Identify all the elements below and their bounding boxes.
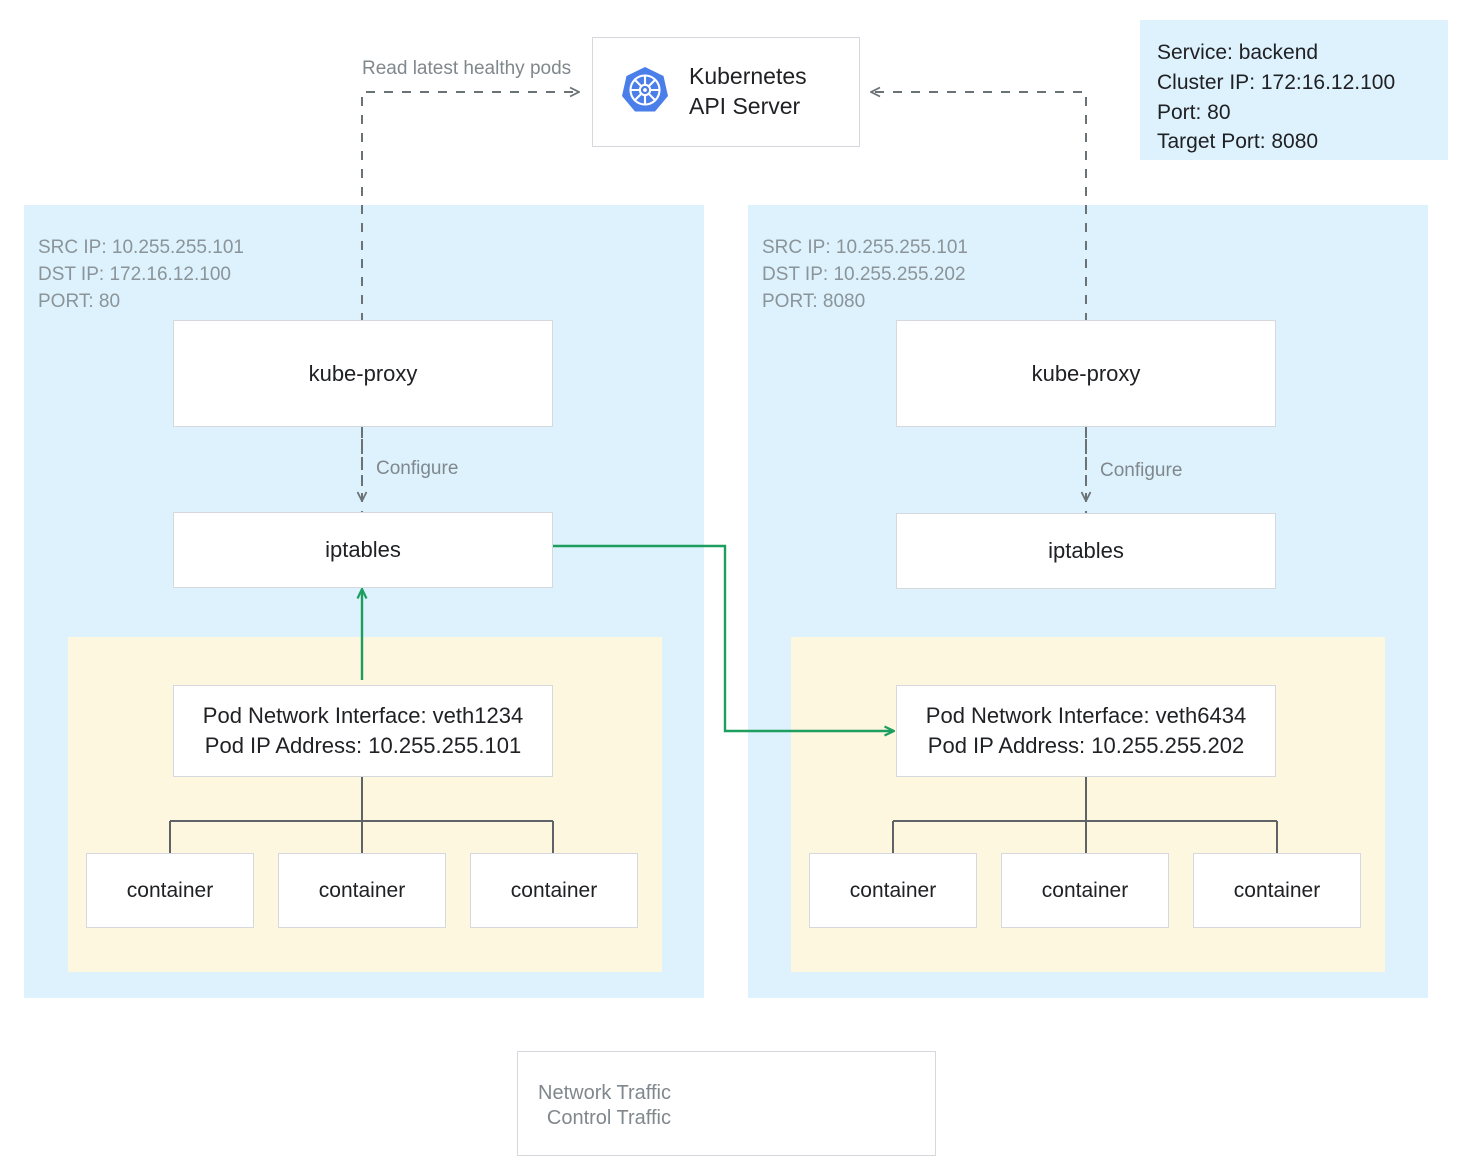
pod-interface-name-left: Pod Network Interface: veth1234 [202,703,524,729]
pod-container-tree-left [169,737,554,853]
container-box-left-1[interactable]: container [86,853,254,928]
container-label-right-3: container [1233,878,1321,902]
pod-ip-address-left: Pod IP Address: 10.255.255.101 [204,733,522,758]
legend-label-control-traffic: Control Traffic [546,1107,671,1129]
node-left-port: PORT: 80 [38,290,121,312]
container-box-left-3[interactable]: container [470,853,638,928]
kube-proxy-label-right: kube-proxy [1031,360,1141,386]
container-label-right-1: container [849,878,937,902]
legend-label-network-traffic: Network Traffic [538,1082,671,1104]
iptables-label-left: iptables [325,537,401,563]
container-label-left-1: container [126,878,214,902]
kube-proxy-box-left[interactable]: kube-proxy [173,320,553,427]
api-server-title-line2: API Server [689,93,801,119]
label-read-latest-healthy-pods: Read latest healthy pods [362,58,572,79]
pod-ip-address-right: Pod IP Address: 10.255.255.202 [927,733,1245,758]
iptables-label-right: iptables [1048,538,1124,564]
api-server-title-line1: Kubernetes [689,63,807,90]
container-box-right-2[interactable]: container [1001,853,1169,928]
pod-container-tree-right [892,737,1278,853]
container-box-left-2[interactable]: container [278,853,446,928]
kubernetes-logo [619,64,671,121]
network-edge-iptables-to-pod [553,544,893,731]
node-left-dst-ip: DST IP: 172.16.12.100 [38,263,231,285]
container-box-right-1[interactable]: container [809,853,977,928]
node-left-src-ip: SRC IP: 10.255.255.101 [38,237,244,258]
iptables-box-right[interactable]: iptables [896,513,1276,589]
container-label-right-2: container [1041,878,1129,902]
service-name: Service: backend [1157,41,1319,64]
label-configure-right: Configure [1100,460,1183,481]
service-info-box [1140,20,1448,160]
label-configure-left: Configure [376,458,459,479]
service-cluster-ip: Cluster IP: 172:16.12.100 [1157,70,1396,94]
service-port: Port: 80 [1157,100,1231,124]
kube-proxy-label-left: kube-proxy [308,360,418,386]
container-box-right-3[interactable]: container [1193,853,1361,928]
control-edge-left [361,92,578,520]
iptables-box-left[interactable]: iptables [173,512,553,588]
kube-proxy-box-right[interactable]: kube-proxy [896,320,1276,427]
service-target-port: Target Port: 8080 [1157,130,1319,154]
node-right-src-ip: SRC IP: 10.255.255.101 [762,237,968,258]
container-label-left-3: container [510,878,598,902]
container-label-left-2: container [318,878,406,902]
pod-interface-name-right: Pod Network Interface: veth6434 [925,703,1247,729]
node-right-dst-ip: DST IP: 10.255.255.202 [762,263,966,285]
node-right-port: PORT: 8080 [762,290,866,312]
legend-box [517,1051,936,1156]
